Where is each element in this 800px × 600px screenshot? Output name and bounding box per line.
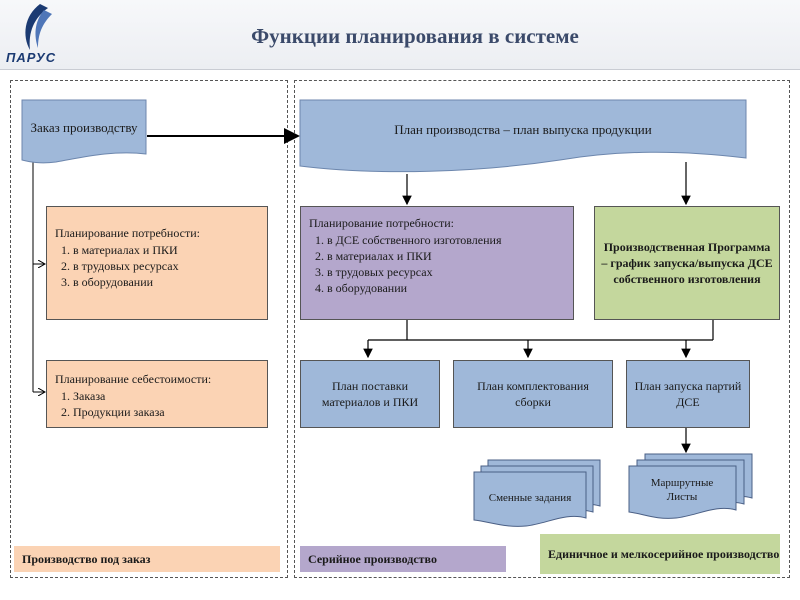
list-item: Заказа xyxy=(73,388,211,404)
footer-serial-production: Серийное производство xyxy=(300,546,506,572)
plan-banner: План производства – план выпуска продукц… xyxy=(394,122,652,137)
header-band xyxy=(0,0,800,70)
route-sheets-doc: Маршрутные Листы xyxy=(650,477,714,503)
footer-custom-production: Производство под заказ xyxy=(14,546,280,572)
program-box: Производственная Программа – график запу… xyxy=(594,206,780,320)
supply-plan-box: План поставки материалов и ПКИ xyxy=(300,360,440,428)
footer-single-production: Единичное и мелкосерийное производство xyxy=(540,534,780,574)
documents-stack-icon xyxy=(473,459,601,527)
order-box: Заказ производству xyxy=(30,120,138,135)
cost-list: Заказа Продукции заказа xyxy=(55,388,211,420)
list-item: в материалах и ПКИ xyxy=(73,242,200,258)
list-item: в трудовых ресурсах xyxy=(73,258,200,274)
assembly-plan-box: План комплектования сборки xyxy=(453,360,613,428)
left-needs-box: Планирование потребности: в материалах и… xyxy=(46,206,268,320)
logo-sail-icon xyxy=(25,4,52,50)
page-title: Функции планирования в системе xyxy=(251,24,579,48)
logo-text: ПАРУС xyxy=(6,50,57,65)
right-panel xyxy=(294,80,790,578)
left-needs-title: Планирование потребности: xyxy=(55,226,200,240)
list-item: в оборудовании xyxy=(73,274,200,290)
right-needs-list: в ДСЕ собственного изготовления в матери… xyxy=(309,232,501,296)
right-needs-title: Планирование потребности: xyxy=(309,216,454,230)
shift-tasks-doc: Сменные задания xyxy=(488,492,572,504)
list-item: в трудовых ресурсах xyxy=(327,264,501,280)
left-panel xyxy=(10,80,288,578)
cost-title: Планирование себестоимости: xyxy=(55,372,212,386)
cost-box: Планирование себестоимости: Заказа Проду… xyxy=(46,360,268,428)
list-item: Продукции заказа xyxy=(73,404,211,420)
launch-plan-box: План запуска партий ДСЕ xyxy=(626,360,750,428)
right-needs-box: Планирование потребности: в ДСЕ собствен… xyxy=(300,206,574,320)
list-item: в материалах и ПКИ xyxy=(327,248,501,264)
left-needs-list: в материалах и ПКИ в трудовых ресурсах в… xyxy=(55,242,200,290)
list-item: в оборудовании xyxy=(327,280,501,296)
list-item: в ДСЕ собственного изготовления xyxy=(327,232,501,248)
